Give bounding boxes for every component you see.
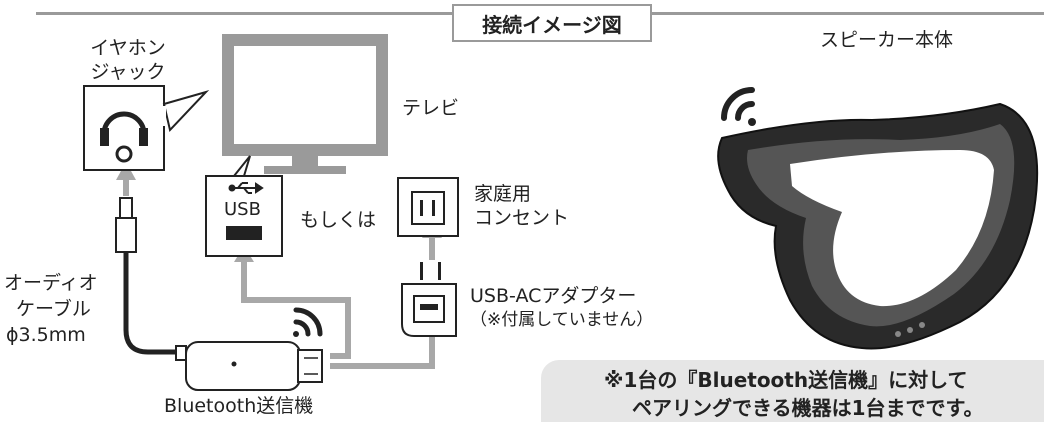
headphones-icon	[100, 111, 148, 146]
wireless-signal-icon	[293, 307, 323, 337]
bluetooth-transmitter	[185, 341, 323, 391]
diagram-title: 接続イメージ図	[452, 4, 652, 42]
usb-ac-adapter	[401, 262, 457, 337]
audio-cable	[115, 197, 187, 361]
speaker-body	[717, 102, 1039, 350]
notice-line-2: ペアリングできる機器は1台までです。	[632, 396, 984, 420]
usb-label: USB	[224, 199, 261, 220]
connection-lines	[123, 172, 435, 369]
transmitter-label: Bluetooth送信機	[164, 395, 314, 417]
tv-label: テレビ	[402, 97, 460, 119]
tv	[222, 34, 388, 174]
adapter-label: USB-ACアダプター （※付属していません）	[470, 285, 654, 330]
jack-hole	[115, 145, 133, 163]
earphone-jack-label: イヤホン ジャック	[90, 37, 166, 83]
notice-box	[541, 360, 1044, 422]
speaker-label: スピーカー本体	[820, 29, 954, 51]
outlet-label: 家庭用 コンセント	[474, 183, 570, 229]
notice-line-1: ※1台の『Bluetooth送信機』に対して	[604, 368, 968, 392]
usb-symbol-icon	[228, 182, 264, 194]
wireless-signal-icon	[721, 87, 756, 126]
outlet-box	[397, 177, 459, 237]
or-label: もしくは	[300, 209, 377, 231]
audio-cable-label: オーディオ ケーブル ϕ3.5mm	[4, 272, 98, 346]
